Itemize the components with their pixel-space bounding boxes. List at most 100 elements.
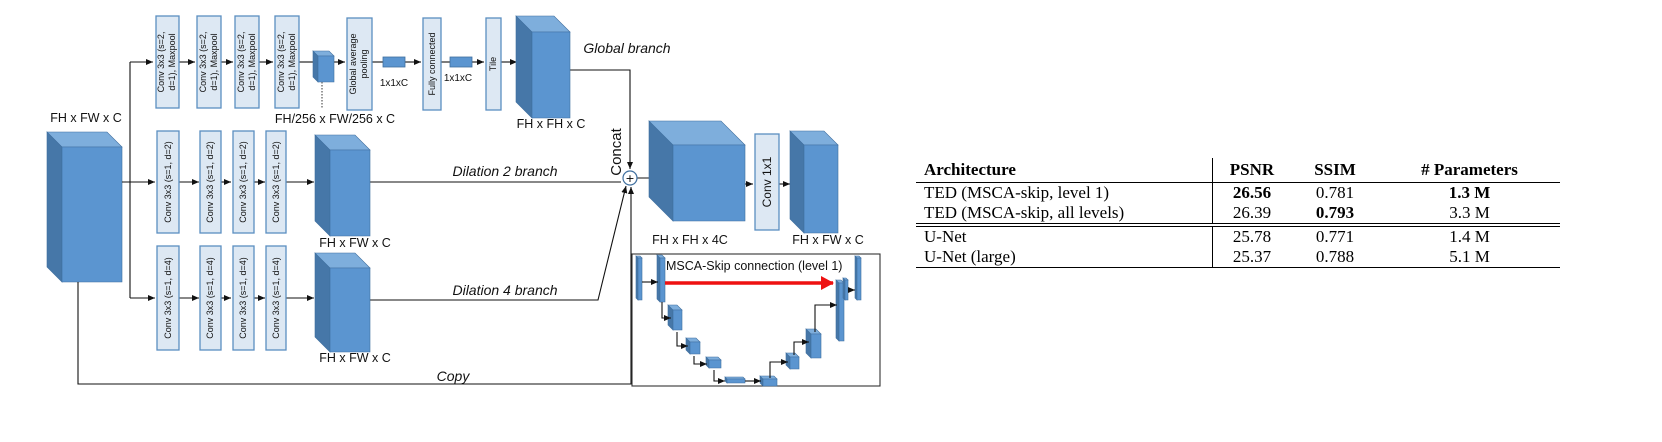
block-text: Tile: [488, 57, 498, 71]
global-conv-block-1: Conv 3x3 (s=2, d=1), Maxpool: [155, 15, 180, 109]
block-text: Fully connected: [427, 32, 437, 95]
mini-unet-block-icon: [835, 279, 845, 342]
cell-architecture: U-Net: [916, 225, 1213, 247]
cube-side-face: [835, 279, 840, 342]
global-branch: Conv 3x3 (s=2, d=1), Maxpool Conv 3x3 (s…: [155, 15, 671, 131]
block-text: Global average: [348, 33, 358, 94]
dilation4-output-cube-icon: [314, 252, 371, 353]
mini-unet-block-icon: [685, 337, 701, 355]
block-text: d=1), Maxpool: [209, 33, 219, 90]
cell-ssim: 0.781: [1315, 183, 1355, 202]
mini-unet-diagram: [635, 254, 862, 387]
mini-unet-block-icon: [635, 255, 643, 301]
mini-unet-block-icon: [805, 328, 822, 359]
conv1x1-block: Conv 1x1: [754, 133, 780, 231]
block-text: Conv 3x3 (s=1, d=2): [238, 141, 248, 223]
cube-front-face: [329, 149, 371, 237]
cube-front-face: [61, 146, 123, 283]
cube-front-face: [317, 55, 335, 83]
final-output-label: FH x FW x C: [792, 233, 864, 247]
mini-unet-link: [769, 359, 788, 378]
mini-unet-link: [713, 370, 725, 384]
cube-side-face: [314, 134, 331, 237]
connectors: [77, 59, 790, 385]
block-text: Conv 3x3 (s=1, d=4): [271, 257, 281, 339]
block-text: Conv 3x3 (s=2,: [156, 32, 166, 93]
block-text: Conv 3x3 (s=1, d=4): [163, 257, 173, 339]
cell-architecture: TED (MSCA-skip, all levels): [916, 203, 1213, 225]
mini-unet-block-icon: [854, 255, 862, 301]
copy-label: Copy: [437, 368, 471, 384]
dilation2-conv-block-3: Conv 3x3 (s=1, d=2): [232, 130, 255, 234]
block-text: Conv 3x3 (s=1, d=2): [205, 141, 215, 223]
global-conv-block-3: Conv 3x3 (s=2, d=1), Maxpool: [234, 15, 260, 109]
concat-node: + Concat: [608, 127, 638, 186]
cell-ssim: 0.793: [1315, 203, 1355, 222]
header-ssim: SSIM: [1314, 160, 1356, 179]
cube-side-face: [314, 252, 331, 353]
dilation2-branch: Conv 3x3 (s=1, d=2) Conv 3x3 (s=1, d=2) …: [156, 130, 558, 250]
dilation4-conv-block-4: Conv 3x3 (s=1, d=4): [265, 245, 287, 351]
cell-psnr: 26.39: [1232, 203, 1272, 222]
mini-unet-block-icon: [656, 254, 666, 303]
vector-label: 1x1xC: [380, 78, 408, 89]
dilation4-output-label: FH x FW x C: [319, 351, 391, 365]
msca-skip-inset: MSCA-Skip connection (level 1): [631, 253, 881, 387]
header-psnr: PSNR: [1229, 160, 1275, 179]
cube-front-face: [810, 333, 822, 359]
table-row: U-Net (large) 25.37 0.788 5.1 M: [916, 247, 1560, 268]
mini-unet-link: [814, 302, 837, 332]
dilation2-conv-block-1: Conv 3x3 (s=1, d=2): [156, 130, 180, 234]
dilation4-branch: Conv 3x3 (s=1, d=4) Conv 3x3 (s=1, d=4) …: [156, 245, 558, 365]
dilation4-branch-label: Dilation 4 branch: [452, 282, 557, 298]
mini-unet-link: [693, 356, 707, 367]
cube-side-face: [46, 131, 63, 283]
concat-output-label: FH x FH x 4C: [652, 233, 728, 247]
header-architecture: Architecture: [916, 158, 1213, 183]
global-average-pooling-block: Global average pooling: [346, 17, 373, 111]
vector-icon: [449, 56, 473, 68]
cell-params: 3.3 M: [1449, 203, 1490, 222]
concat-output-cube-icon: [648, 120, 746, 222]
global-to-concat-line: [570, 69, 633, 169]
cube-front-face: [659, 257, 666, 303]
concat-plus-icon: [622, 170, 638, 186]
concat-symbol: +: [625, 172, 634, 185]
copy-line: [77, 187, 634, 385]
dilation2-conv-block-4: Conv 3x3 (s=1, d=2): [265, 130, 287, 234]
dilation4-conv-block-2: Conv 3x3 (s=1, d=4): [199, 245, 222, 351]
cube-side-face: [789, 130, 805, 234]
architecture-diagram: FH x FW x C: [46, 15, 881, 387]
mini-unet-block-icon: [759, 375, 778, 387]
block-text: Conv 3x3 (s=2,: [236, 32, 246, 93]
cube-front-face: [708, 359, 722, 369]
mini-unet-link: [676, 332, 688, 349]
inset-title: MSCA-Skip connection (level 1): [666, 259, 842, 273]
block-text: d=1), Maxpool: [247, 33, 257, 90]
cube-front-face: [726, 378, 746, 384]
final-output-cube-icon: [789, 130, 839, 234]
cell-psnr: 25.78: [1232, 227, 1272, 246]
cell-architecture: U-Net (large): [916, 247, 1213, 268]
dilation4-conv-block-1: Conv 3x3 (s=1, d=4): [156, 245, 180, 351]
header-parameters: # Parameters: [1421, 160, 1518, 179]
mini-unet-block-icon: [785, 352, 800, 370]
cube-front-face: [689, 341, 701, 355]
cube-top-face: [759, 375, 778, 380]
global-branch-label: Global branch: [583, 40, 670, 56]
global-output-cube-icon: [515, 15, 571, 119]
block-text: Conv 3x3 (s=2,: [276, 32, 286, 93]
dilation2-branch-label: Dilation 2 branch: [452, 163, 557, 179]
global-output-label: FH x FH x C: [517, 117, 586, 131]
global-conv-block-4: Conv 3x3 (s=2, d=1), Maxpool: [274, 15, 300, 109]
cell-architecture: TED (MSCA-skip, level 1): [916, 182, 1213, 203]
input-cube-icon: [46, 131, 123, 283]
block-text: d=1), Maxpool: [167, 33, 177, 90]
block-text: Conv 3x3 (s=1, d=2): [271, 141, 281, 223]
cell-ssim: 0.771: [1315, 227, 1355, 246]
block-text: Conv 3x3 (s=1, d=4): [205, 257, 215, 339]
dilation2-output-label: FH x FW x C: [319, 236, 391, 250]
fully-connected-block: Fully connected: [422, 17, 442, 111]
mini-unet-block-icon: [705, 356, 722, 369]
cube-side-face: [656, 254, 661, 303]
